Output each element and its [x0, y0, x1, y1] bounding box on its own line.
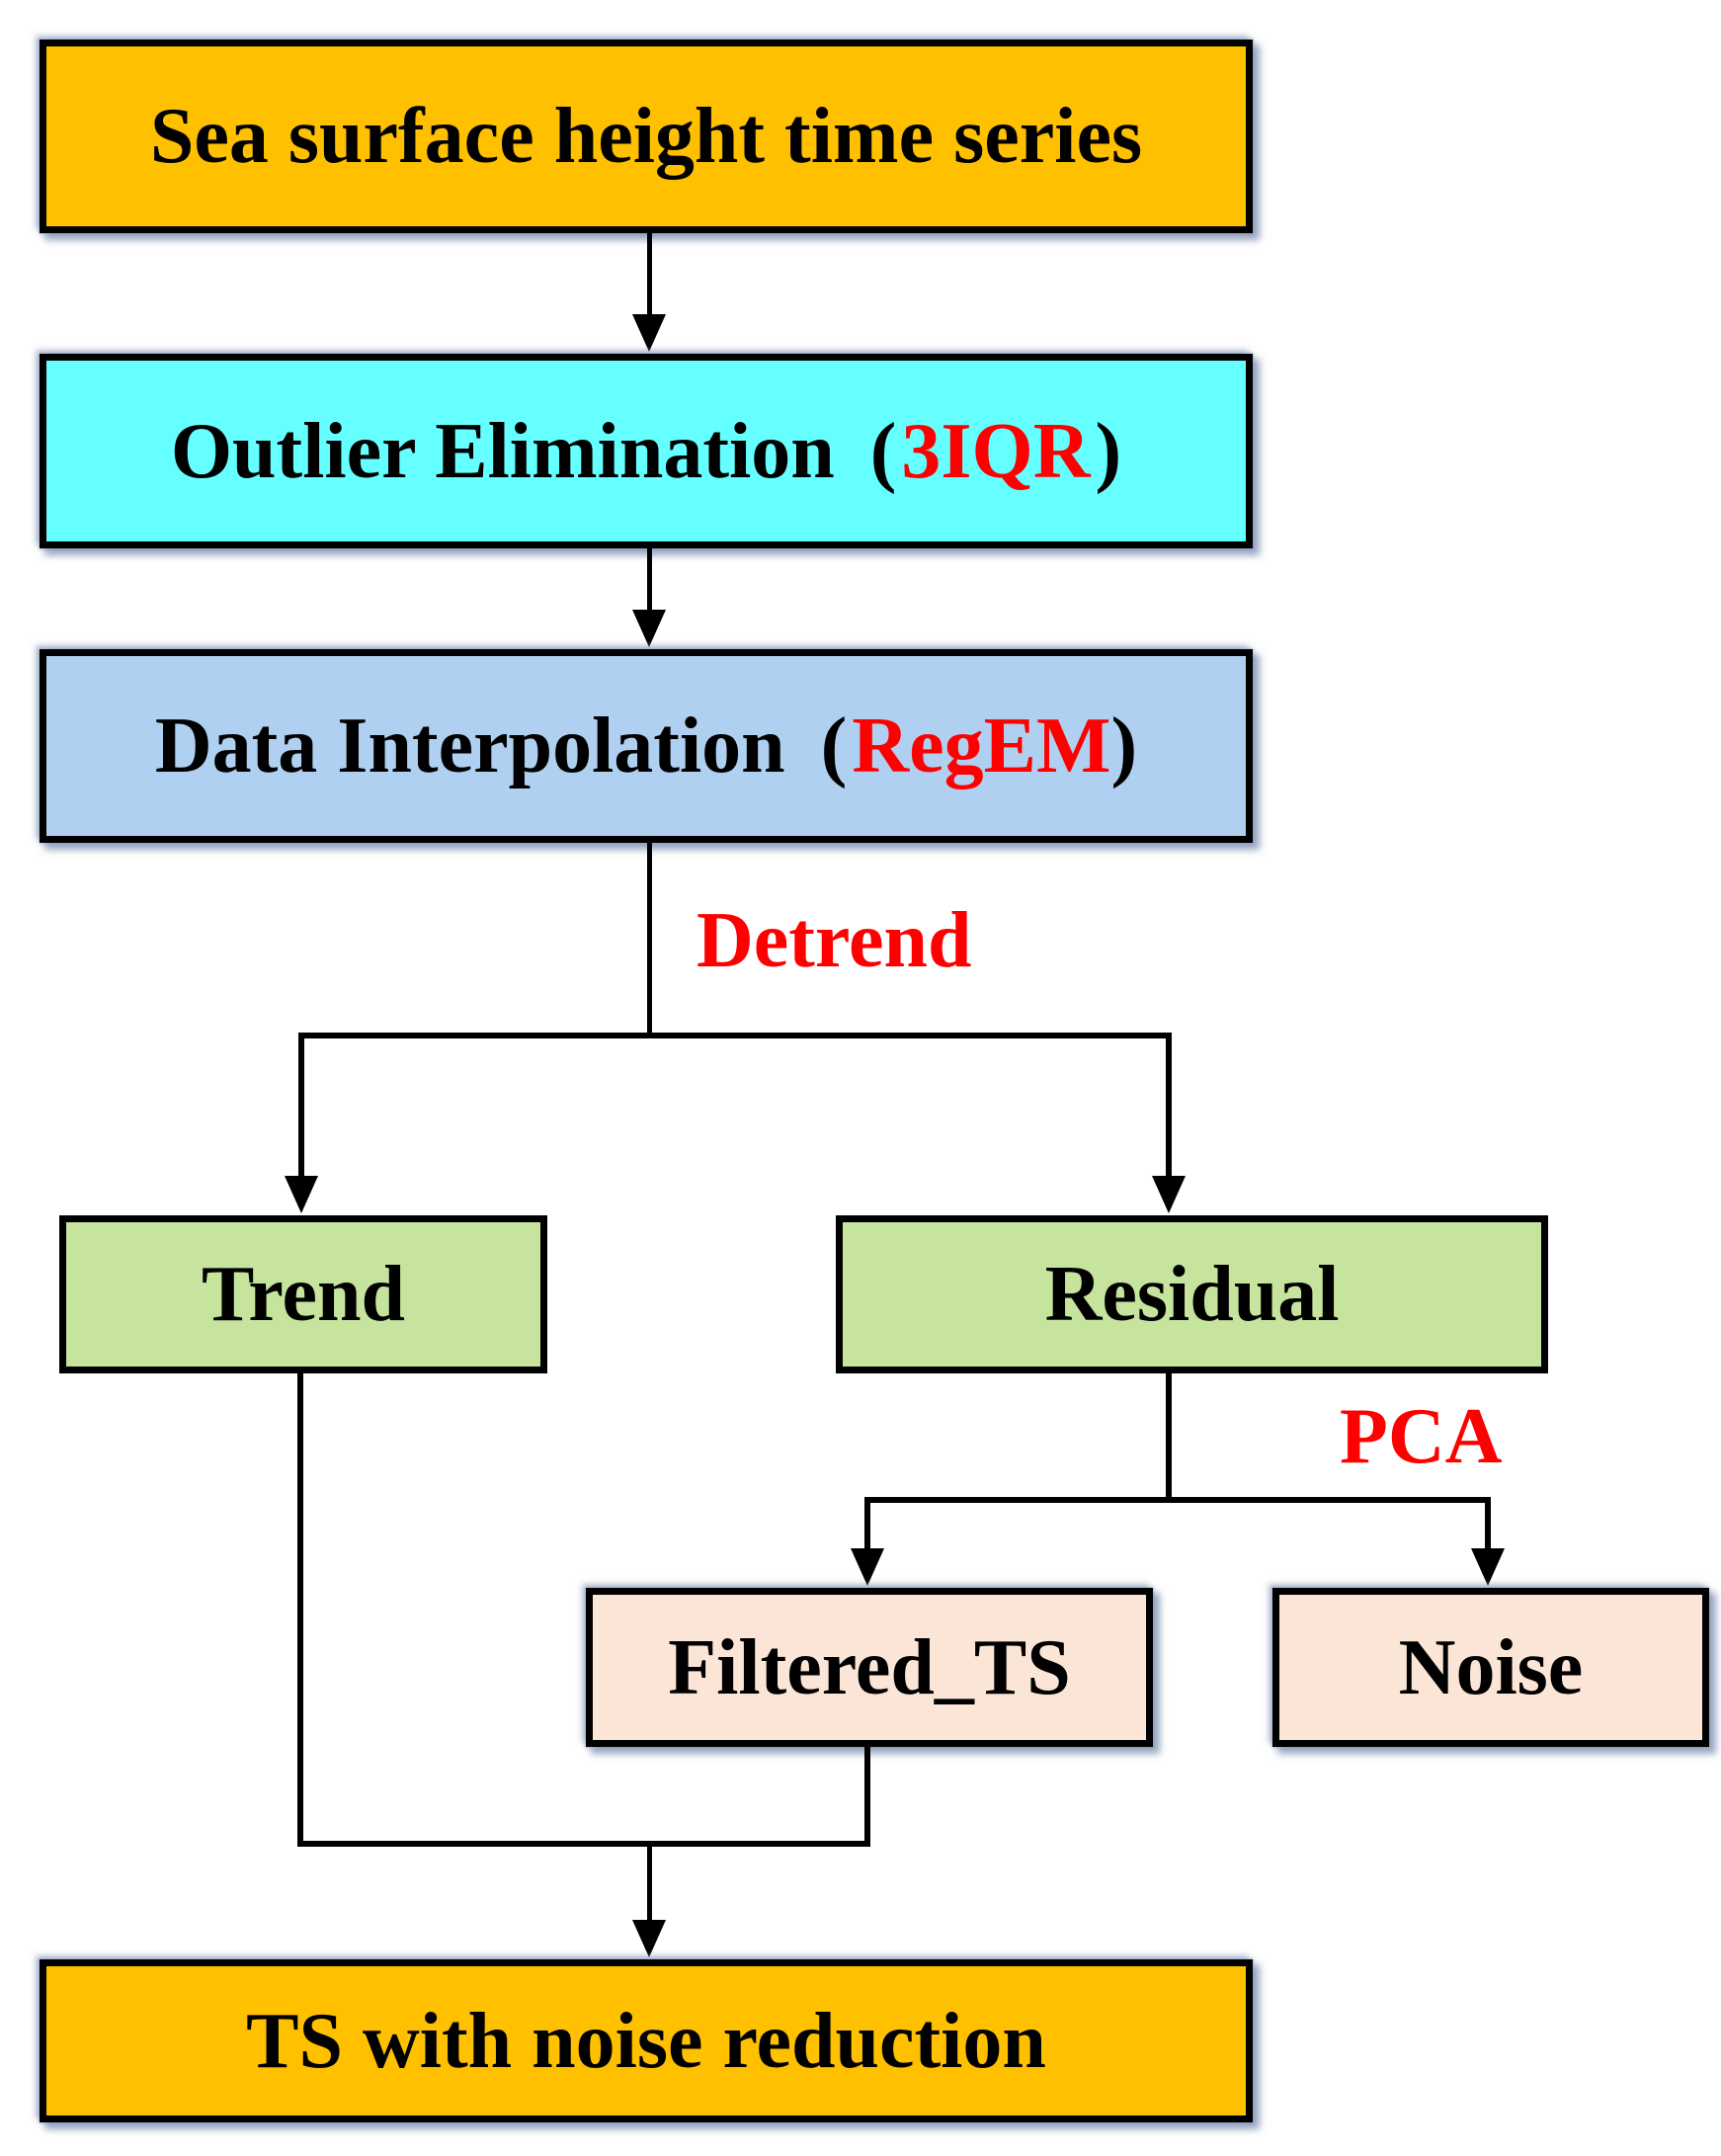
close-paren: ) [1095, 407, 1122, 495]
connector-merge-down [647, 1841, 652, 1928]
node-label: Residual [1044, 1251, 1340, 1338]
node-sea-surface-height-time-series: Sea surface height time series [40, 40, 1253, 233]
connector-pca-split [864, 1497, 1491, 1503]
connector-interpolation-down [647, 843, 652, 1038]
connector-to-filtered-ts [864, 1497, 870, 1556]
node-label-prefix: Data Interpolation [154, 703, 785, 789]
node-label-highlight: 3IQR [901, 407, 1091, 495]
connector-to-trend [298, 1033, 304, 1183]
node-label: Filtered_TS [668, 1623, 1071, 1711]
close-paren: ) [1110, 703, 1138, 789]
arrowhead-into-output-icon [632, 1920, 666, 1957]
node-label: Sea surface height time series [149, 93, 1143, 180]
node-label-highlight: RegEM [852, 703, 1111, 789]
arrowhead-into-outlier-icon [632, 314, 666, 352]
connector-trend-down [297, 1373, 303, 1847]
connector-sea-to-outlier [647, 233, 652, 332]
node-label: Noise [1398, 1623, 1584, 1711]
connector-outlier-to-interpolation [647, 548, 652, 629]
arrowhead-into-interpolation-icon [632, 610, 666, 647]
node-residual: Residual [836, 1215, 1548, 1373]
node-label: TS with noise reduction [246, 1997, 1046, 2085]
connector-merge [297, 1841, 870, 1847]
connector-residual-down [1166, 1373, 1172, 1503]
arrowhead-into-residual-icon [1152, 1176, 1186, 1213]
pca-edge-label: PCA [1340, 1393, 1503, 1480]
open-paren: ( [820, 703, 848, 789]
node-outlier-elimination: Outlier Elimination ( 3IQR ) [40, 354, 1253, 548]
node-ts-with-noise-reduction: TS with noise reduction [40, 1959, 1253, 2122]
node-label: Trend [202, 1251, 405, 1338]
node-label-prefix: Outlier Elimination [170, 407, 835, 495]
arrowhead-into-filtered-ts-icon [851, 1548, 884, 1586]
connector-filtered-ts-down [864, 1747, 870, 1847]
arrowhead-into-trend-icon [285, 1176, 318, 1213]
detrend-edge-label: Detrend [697, 897, 972, 984]
open-paren: ( [869, 407, 897, 495]
connector-to-noise [1485, 1497, 1491, 1556]
node-filtered-ts: Filtered_TS [586, 1588, 1153, 1747]
connector-to-residual [1166, 1033, 1172, 1183]
arrowhead-into-noise-icon [1471, 1548, 1505, 1586]
connector-detrend-split [298, 1033, 1172, 1038]
node-trend: Trend [59, 1215, 547, 1373]
node-data-interpolation: Data Interpolation ( RegEM ) [40, 649, 1253, 843]
node-noise: Noise [1272, 1588, 1709, 1747]
